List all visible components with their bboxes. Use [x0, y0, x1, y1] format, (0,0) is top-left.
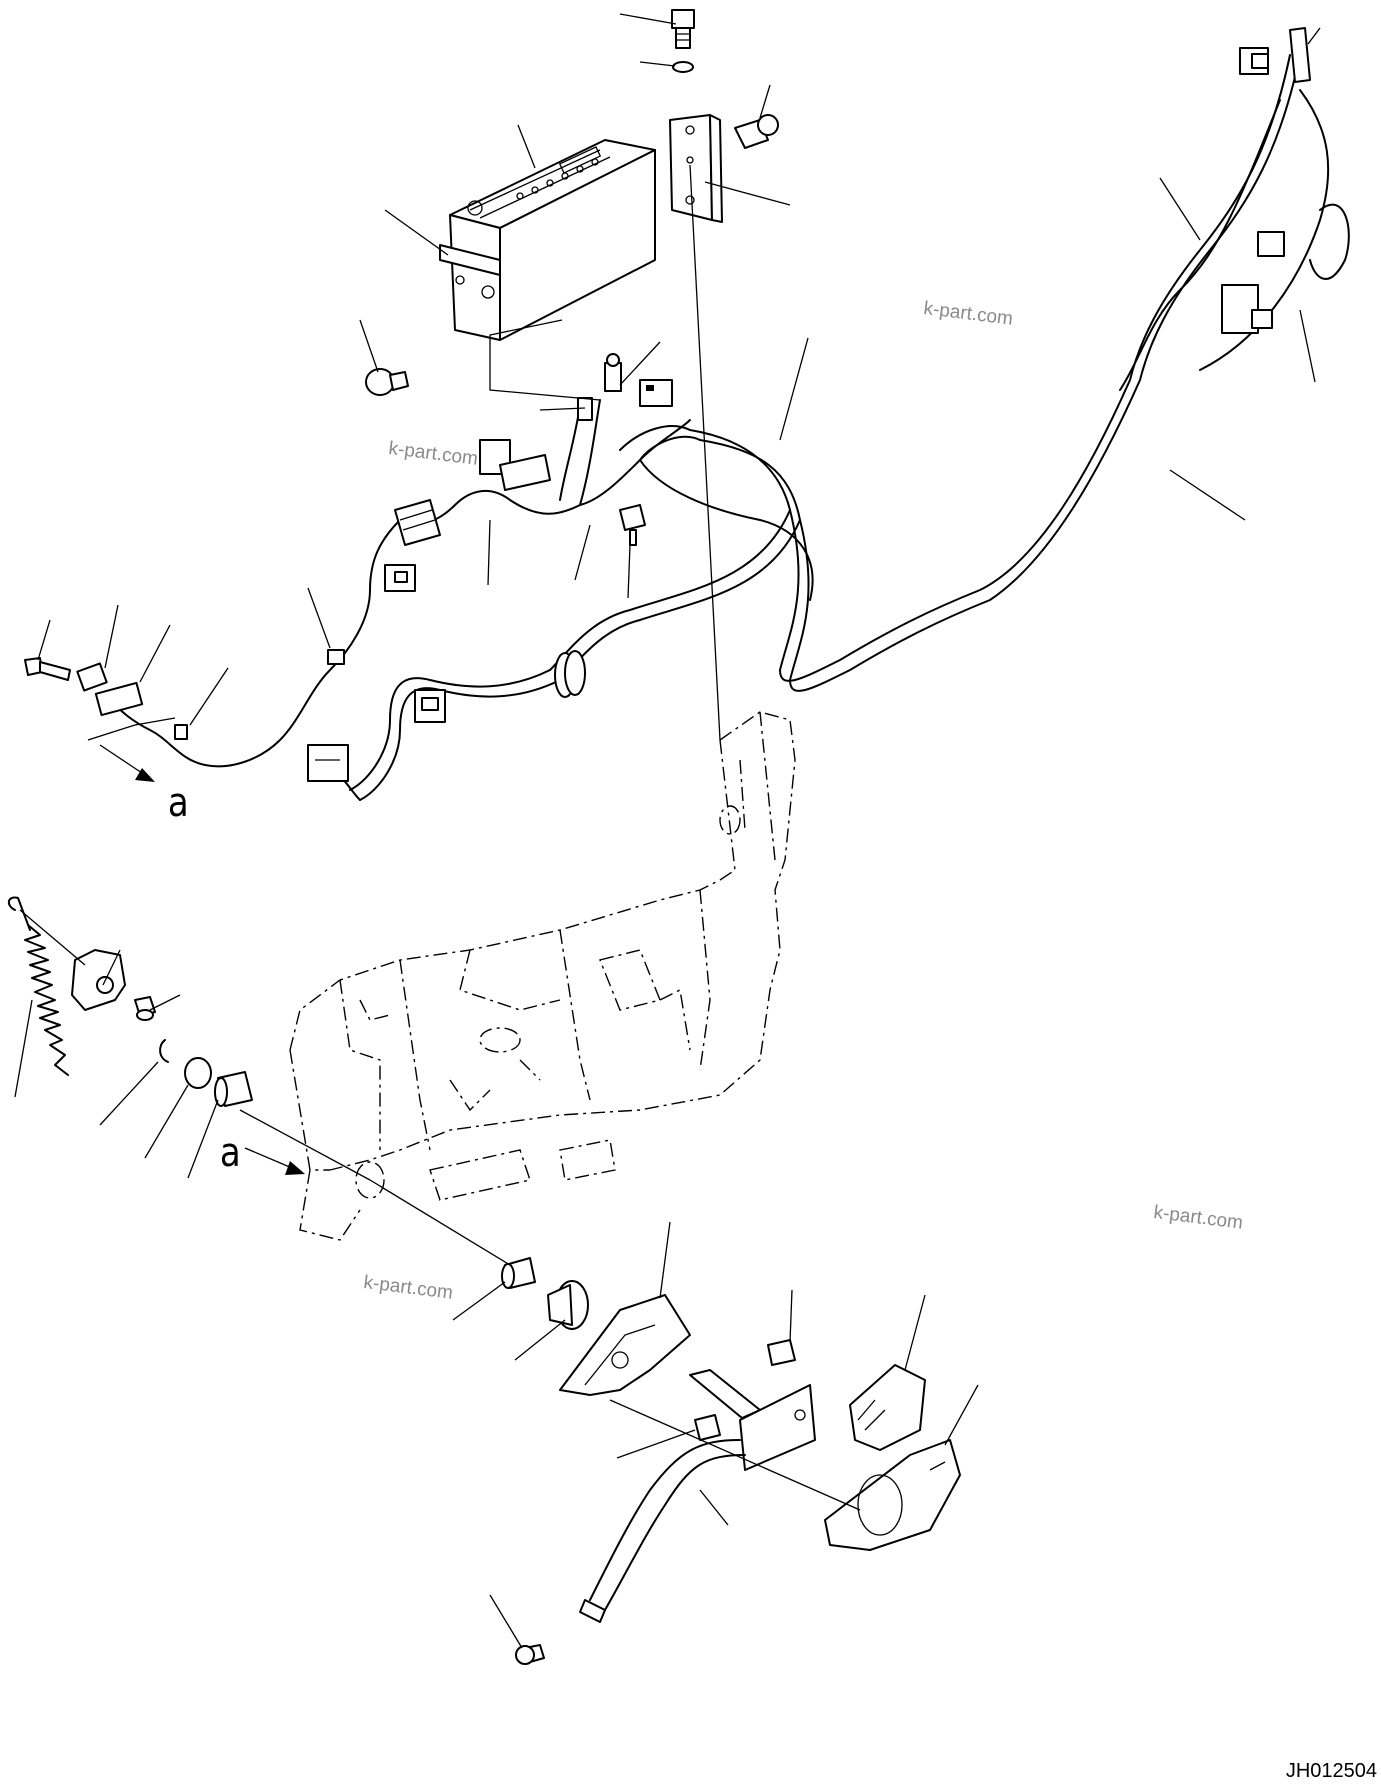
pedal-lever [579, 1369, 816, 1623]
view-arrow [99, 744, 155, 782]
view-arrow [244, 1147, 305, 1175]
connector [76, 662, 108, 692]
pivot-cover [559, 1294, 691, 1396]
mount-bolt [734, 114, 779, 149]
mount-bolt [365, 368, 409, 396]
snap-ring [159, 1039, 169, 1063]
washer [672, 61, 694, 73]
leader-lines [14, 13, 1321, 1649]
washer [184, 1057, 212, 1089]
connector [1239, 47, 1269, 75]
mount-bolt [671, 9, 695, 49]
connector [414, 689, 446, 723]
connector [1221, 284, 1273, 334]
pedal-cover [824, 1439, 961, 1551]
mount-bolt [24, 657, 71, 681]
connector [307, 744, 349, 782]
control-panel-unit [439, 139, 656, 341]
connector [619, 504, 646, 546]
connector [384, 564, 416, 592]
connector [639, 379, 673, 407]
connector [499, 454, 551, 491]
grommet [554, 650, 586, 698]
tension-spring [7, 896, 69, 1076]
connector [1257, 231, 1285, 257]
connector [604, 353, 622, 392]
lever-block [71, 949, 156, 1021]
drawing-code: JH012504 [1285, 1760, 1377, 1782]
connector [394, 499, 441, 546]
panel-bracket [669, 114, 723, 223]
view-marker-a: a [219, 1130, 241, 1176]
connector [577, 397, 593, 421]
connector [327, 649, 345, 665]
mount-bolt [515, 1644, 545, 1665]
grommet [547, 1280, 589, 1330]
connector [94, 681, 144, 717]
chassis-frame [289, 711, 796, 1241]
mount-bolt [694, 1339, 796, 1441]
pedal-cover [849, 1364, 926, 1451]
connector [1289, 27, 1311, 83]
view-marker-a: a [167, 780, 189, 826]
connector [174, 724, 188, 740]
wiring-harness [109, 54, 1350, 801]
bushing [214, 1071, 253, 1107]
